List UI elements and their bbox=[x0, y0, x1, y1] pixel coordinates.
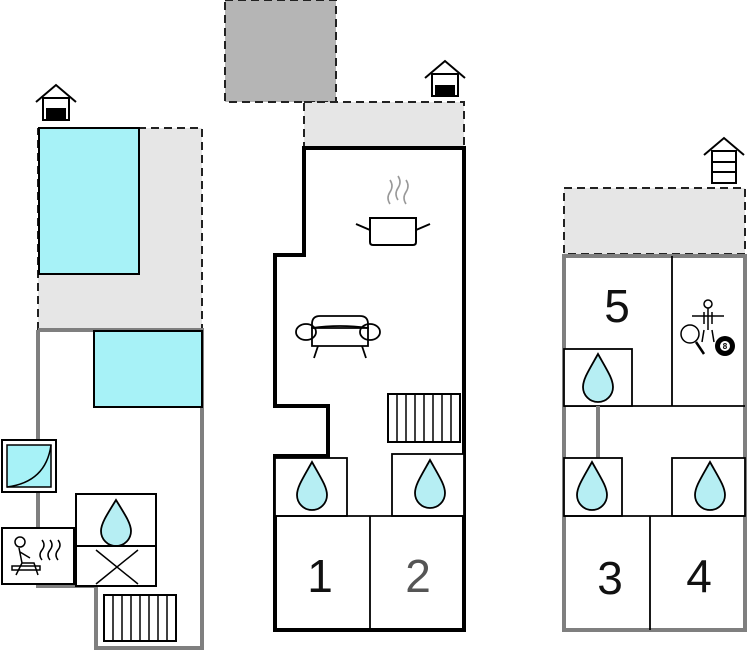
shower-icon bbox=[1, 439, 57, 493]
room-number: 4 bbox=[686, 550, 712, 602]
room-number: 2 bbox=[405, 550, 431, 602]
bathroom-water-drop-icon bbox=[563, 348, 633, 407]
stairs-icon bbox=[387, 393, 461, 443]
bathroom-water-drop-icon bbox=[75, 493, 157, 547]
carport bbox=[224, 0, 337, 103]
table-tennis-icon bbox=[680, 324, 706, 355]
room-number: 5 bbox=[604, 280, 630, 332]
centre-building: 1 2 bbox=[224, 0, 466, 632]
right-building: 5 8 3 4 bbox=[562, 136, 747, 632]
outdoor-pool bbox=[38, 127, 140, 275]
room-number: 1 bbox=[307, 550, 333, 602]
billiard-ball-number: 8 bbox=[723, 342, 728, 351]
right-terrace bbox=[563, 187, 746, 255]
kitchen-pot-icon bbox=[355, 175, 431, 246]
right-building-walls bbox=[562, 254, 747, 632]
bathroom-water-drop-icon bbox=[563, 457, 623, 517]
stairs-icon bbox=[103, 594, 177, 642]
centre-terrace bbox=[303, 101, 465, 149]
entrance-house-icon bbox=[424, 59, 466, 97]
bathroom-water-drop-icon bbox=[671, 457, 746, 517]
table-football-icon bbox=[692, 299, 724, 343]
sauna-icon bbox=[1, 527, 75, 585]
entrance-house-icon bbox=[703, 136, 745, 184]
left-building bbox=[1, 83, 204, 650]
entrance-house-icon bbox=[35, 83, 77, 121]
bedroom-dividers bbox=[275, 515, 464, 630]
wc-icon bbox=[75, 545, 157, 587]
bathroom-water-drop-icon bbox=[274, 457, 348, 517]
indoor-pool bbox=[93, 330, 203, 408]
bathroom-water-drop-icon bbox=[391, 453, 465, 517]
sofa-icon bbox=[295, 315, 381, 359]
room-number: 3 bbox=[597, 552, 623, 604]
billiard-ball-icon: 8 bbox=[715, 336, 735, 356]
